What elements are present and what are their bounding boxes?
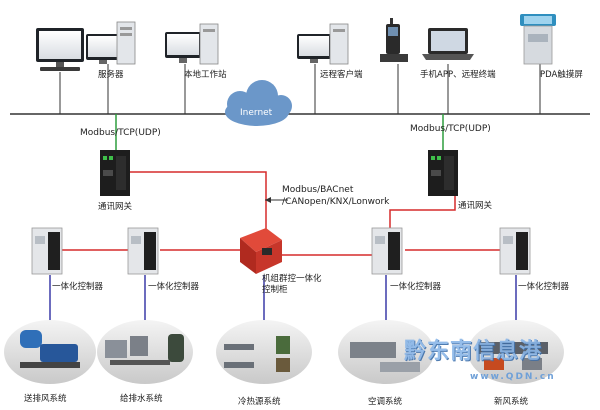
controller-2-icon	[127, 227, 159, 275]
remote-client-label: 远程客户端	[320, 70, 363, 80]
watermark-text: 黔东南信息港	[404, 338, 543, 364]
pc-monitor-icon	[36, 28, 84, 71]
server-icon	[86, 21, 136, 65]
mobile-phone-icon	[380, 18, 408, 62]
supply-exhaust-blob	[4, 320, 96, 384]
hvac-label: 空调系统	[368, 397, 403, 407]
heat-cold-blob	[216, 320, 312, 384]
supply-exhaust-label: 送排风系统	[24, 394, 67, 404]
laptop-icon	[422, 28, 474, 60]
controller-4-label: 一体化控制器	[518, 282, 570, 292]
fresh-air-blob	[468, 320, 564, 384]
pda-label: PDA触摸屏	[540, 70, 583, 80]
gateway-left-label: 通讯网关	[98, 202, 133, 212]
pda-kiosk-icon	[520, 14, 556, 65]
watermark-url: www.QDN.cn	[470, 372, 556, 382]
heat-cold-label: 冷热源系统	[238, 397, 281, 407]
protocol-left-label: Modbus/TCP(UDP)	[80, 128, 161, 138]
fresh-air-label: 新风系统	[494, 397, 529, 407]
water-label: 给排水系统	[120, 394, 163, 404]
rs485-right	[389, 196, 456, 228]
internet-cloud-icon	[225, 80, 292, 126]
cloud-label: Inernet	[240, 108, 273, 118]
controller-2-label: 一体化控制器	[148, 282, 200, 292]
gateway-right-icon	[428, 150, 458, 196]
remote-client-icon	[297, 23, 349, 65]
workstation-icon	[165, 23, 219, 65]
gateway-right-label: 通讯网关	[458, 201, 493, 211]
mobile-app-label: 手机APP、远程终端	[420, 70, 496, 80]
rs485-left-to-cabinet	[130, 171, 267, 230]
control-cabinet-icon	[240, 228, 282, 274]
workstation-label: 本地工作站	[184, 70, 227, 80]
server-label: 服务器	[98, 70, 124, 80]
controller-3-icon	[371, 227, 403, 275]
gateway-left-icon	[100, 150, 130, 196]
protocol-right-label: Modbus/TCP(UDP)	[410, 124, 491, 134]
hvac-blob	[338, 320, 434, 384]
bus-protocols-label: Modbus/BACnet /CANopen/KNX/Lonwork	[282, 185, 390, 207]
controller-3-label: 一体化控制器	[390, 282, 442, 292]
controller-1-icon	[31, 227, 63, 275]
controller-1-label: 一体化控制器	[52, 282, 104, 292]
controller-4-icon	[499, 227, 531, 275]
cabinet-label: 机组群控一体化 控制柜	[262, 274, 322, 295]
water-blob	[97, 320, 193, 384]
